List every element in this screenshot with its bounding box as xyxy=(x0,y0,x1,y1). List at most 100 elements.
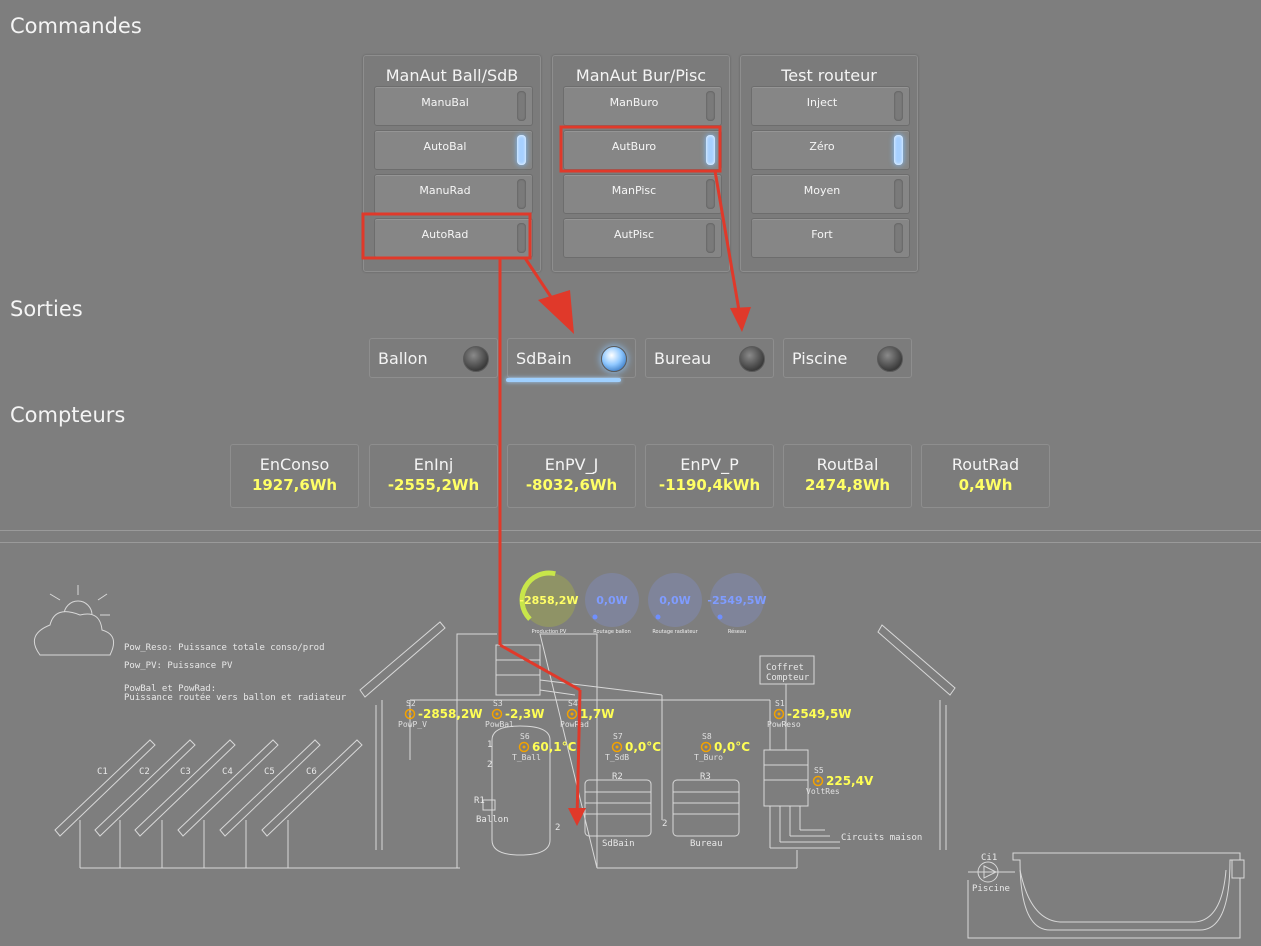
r3-label: R3 xyxy=(700,772,711,782)
sensor-icon xyxy=(522,745,526,749)
sensor-name: PowRad xyxy=(560,720,589,729)
arrow-head xyxy=(568,808,586,826)
ballon-label: Ballon xyxy=(476,815,509,825)
counter-name: RoutBal xyxy=(816,455,879,474)
counter-enpv_j: EnPV_J -8032,6Wh xyxy=(507,444,636,508)
status-led xyxy=(601,346,627,372)
piscine-label: Piscine xyxy=(972,884,1010,894)
command-button-manpisc[interactable]: ManPisc xyxy=(563,174,722,214)
command-button-label: AutPisc xyxy=(613,228,655,241)
command-button-manurad[interactable]: ManuRad xyxy=(374,174,533,214)
command-button-label: ManPisc xyxy=(611,184,657,197)
counter-value: 2474,8Wh xyxy=(804,476,891,494)
counter-name: EnPV_P xyxy=(680,455,739,474)
counter-value: -8032,6Wh xyxy=(525,476,618,494)
output-sdbain[interactable]: SdBain xyxy=(507,338,636,378)
command-button-label: ManuRad xyxy=(419,184,471,197)
section-title-compteurs: Compteurs xyxy=(10,403,126,427)
solar-panel-label: C3 xyxy=(180,767,191,777)
sensor-icon xyxy=(704,745,708,749)
r2-label: R2 xyxy=(612,772,623,782)
sensor-id: S2 xyxy=(406,699,416,708)
sensor-id: S1 xyxy=(775,699,785,708)
sensor-id: S6 xyxy=(520,732,530,741)
counter-name: RoutRad xyxy=(951,455,1020,474)
sensor-id: S8 xyxy=(702,732,712,741)
sensor-name: PowP_V xyxy=(398,720,427,729)
sensor-icon xyxy=(615,745,619,749)
sun-cloud-icon xyxy=(33,585,115,656)
command-button-zéro[interactable]: Zéro xyxy=(751,130,910,170)
command-button-autpisc[interactable]: AutPisc xyxy=(563,218,722,258)
sensor-value: -2,3W xyxy=(505,707,544,721)
bureau-label: Bureau xyxy=(690,839,723,849)
sensor-name: PowReso xyxy=(767,720,801,729)
panel-title: ManAut Bur/Pisc xyxy=(575,66,707,85)
toggle-indicator xyxy=(894,179,903,209)
output-ballon[interactable]: Ballon xyxy=(369,338,498,378)
sensor-icon xyxy=(495,712,499,716)
counter-routbal: RoutBal 2474,8Wh xyxy=(783,444,912,508)
command-button-autobal[interactable]: AutoBal xyxy=(374,130,533,170)
solar-panels xyxy=(54,739,460,869)
counter-value: -2555,2Wh xyxy=(387,476,480,494)
command-button-inject[interactable]: Inject xyxy=(751,86,910,126)
sensor-id: S4 xyxy=(568,699,578,708)
active-output-underline xyxy=(506,378,621,382)
sensor-icon xyxy=(611,741,623,753)
command-button-manburo[interactable]: ManBuro xyxy=(563,86,722,126)
circuits-label: Circuits maison xyxy=(841,833,922,843)
counter-name: EnConso xyxy=(259,455,330,474)
sensor-icon xyxy=(566,708,578,720)
solar-panel-label: C4 xyxy=(222,767,233,777)
toggle-indicator xyxy=(517,223,526,253)
sensor-value: -2549,5W xyxy=(787,707,852,721)
counter-name: EnInj xyxy=(413,455,454,474)
gauge-label: Routage radiateur xyxy=(652,629,698,635)
pool-drawing xyxy=(967,852,1245,939)
sensor-name: T_Buro xyxy=(694,753,723,762)
legend-line: PowBal et PowRad: xyxy=(124,684,216,694)
sensor-value: 1,7W xyxy=(580,707,615,721)
command-button-label: AutBuro xyxy=(611,140,657,153)
toggle-indicator xyxy=(517,179,526,209)
command-button-fort[interactable]: Fort xyxy=(751,218,910,258)
sensor-name: VoltRes xyxy=(806,787,840,796)
command-button-moyen[interactable]: Moyen xyxy=(751,174,910,214)
command-button-label: Inject xyxy=(806,96,838,109)
sensor-name: T_Ball xyxy=(512,753,541,762)
toggle-indicator xyxy=(517,135,526,165)
panel-title: Test routeur xyxy=(781,66,877,85)
output-piscine[interactable]: Piscine xyxy=(783,338,912,378)
sensor-value: 0,0°C xyxy=(714,740,750,754)
sensor-value: 225,4V xyxy=(826,774,874,788)
output-label: Ballon xyxy=(378,349,428,368)
status-led xyxy=(463,346,489,372)
solar-panel-label: C1 xyxy=(97,767,108,777)
counter-name: EnPV_J xyxy=(544,455,599,474)
solar-panel-label: C6 xyxy=(306,767,317,777)
command-button-label: Zéro xyxy=(809,140,835,153)
toggle-indicator xyxy=(517,91,526,121)
command-button-manubal[interactable]: ManuBal xyxy=(374,86,533,126)
gauge-label: Routage ballon xyxy=(593,629,631,635)
command-button-label: ManBuro xyxy=(609,96,659,109)
toggle-indicator xyxy=(706,223,715,253)
output-bureau[interactable]: Bureau xyxy=(645,338,774,378)
terminal-label: 2 xyxy=(487,760,492,770)
toggle-indicator xyxy=(894,223,903,253)
terminal-label: 2 xyxy=(555,823,560,833)
